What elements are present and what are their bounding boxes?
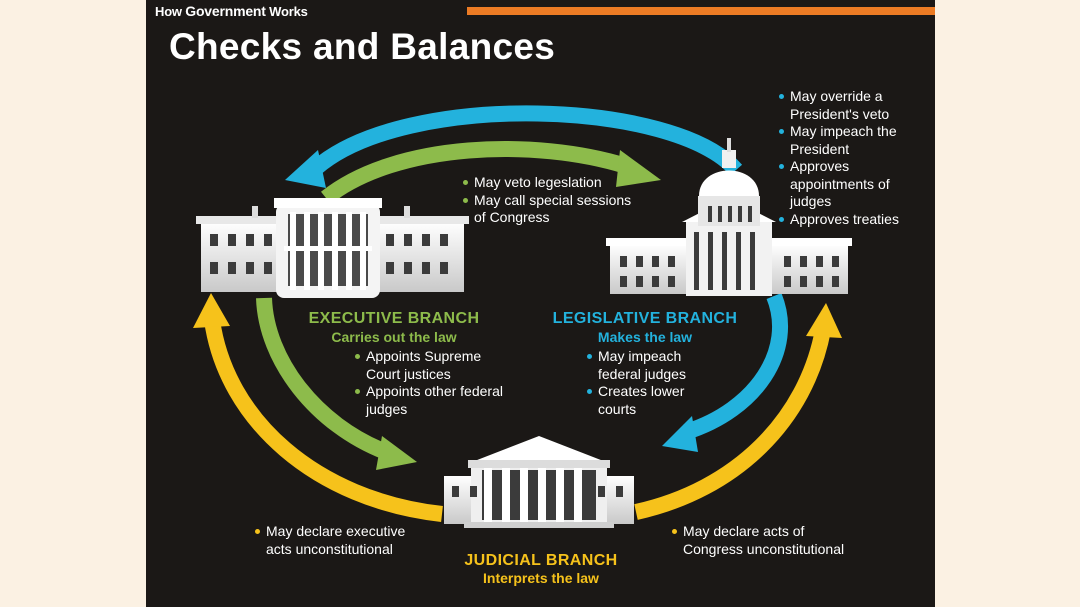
judicial-branch-subheading: Interprets the law [483,570,599,586]
kicker-strong: Government [185,3,266,19]
arrow-legislative-to-executive [285,105,743,188]
executive-branch-subheading: Carries out the law [331,329,457,345]
arrow-executive-to-judicial [256,297,417,470]
white-house-icon [196,198,469,298]
list-item: May call special sessions of Congress [462,192,632,227]
legislative-checks-judicial: May impeach federal judges Creates lower… [586,348,704,418]
list-item: May declare acts of Congress unconstitut… [671,523,866,558]
accent-bar [458,7,935,15]
capitol-icon [606,138,852,296]
list-item: May override a President's veto [778,88,928,123]
list-item: Creates lower courts [586,383,704,418]
list-item: May veto legeslation [462,174,632,192]
list-item: Approves appointments of judges [778,158,928,211]
legislative-branch-subheading: Makes the law [597,329,693,345]
series-kicker: How Government Works [146,0,467,20]
legislative-checks-executive: May override a President's veto May impe… [778,88,928,228]
judicial-checks-legislative: May declare acts of Congress unconstitut… [671,523,866,558]
list-item: Appoints Supreme Court justices [354,348,504,383]
executive-checks-judicial: Appoints Supreme Court justices Appoints… [354,348,504,418]
list-item: Approves treaties [778,211,928,229]
arrow-judicial-to-legislative [634,303,842,520]
legislative-branch-heading: LEGISLATIVE BRANCH [552,310,738,327]
judicial-branch-heading: JUDICIAL BRANCH [464,552,618,569]
supreme-court-icon [444,436,634,528]
infographic-panel: How Government Works Checks and Balances [146,0,935,607]
list-item: May declare executive acts unconstitutio… [254,523,424,558]
kicker-prefix: How [155,4,182,19]
list-item: Appoints other federal judges [354,383,504,418]
judicial-checks-executive: May declare executive acts unconstitutio… [254,523,424,558]
executive-branch-heading: EXECUTIVE BRANCH [308,310,480,327]
list-item: May impeach federal judges [586,348,704,383]
arrow-executive-to-legislative [321,141,661,205]
arrow-legislative-to-judicial [662,292,789,452]
page-title: Checks and Balances [169,26,556,67]
executive-checks-legislative: May veto legeslation May call special se… [462,174,632,227]
list-item: May impeach the President [778,123,928,158]
arrow-judicial-to-executive [193,293,443,522]
diagram-canvas [193,105,852,528]
kicker-suffix: Works [269,4,308,19]
